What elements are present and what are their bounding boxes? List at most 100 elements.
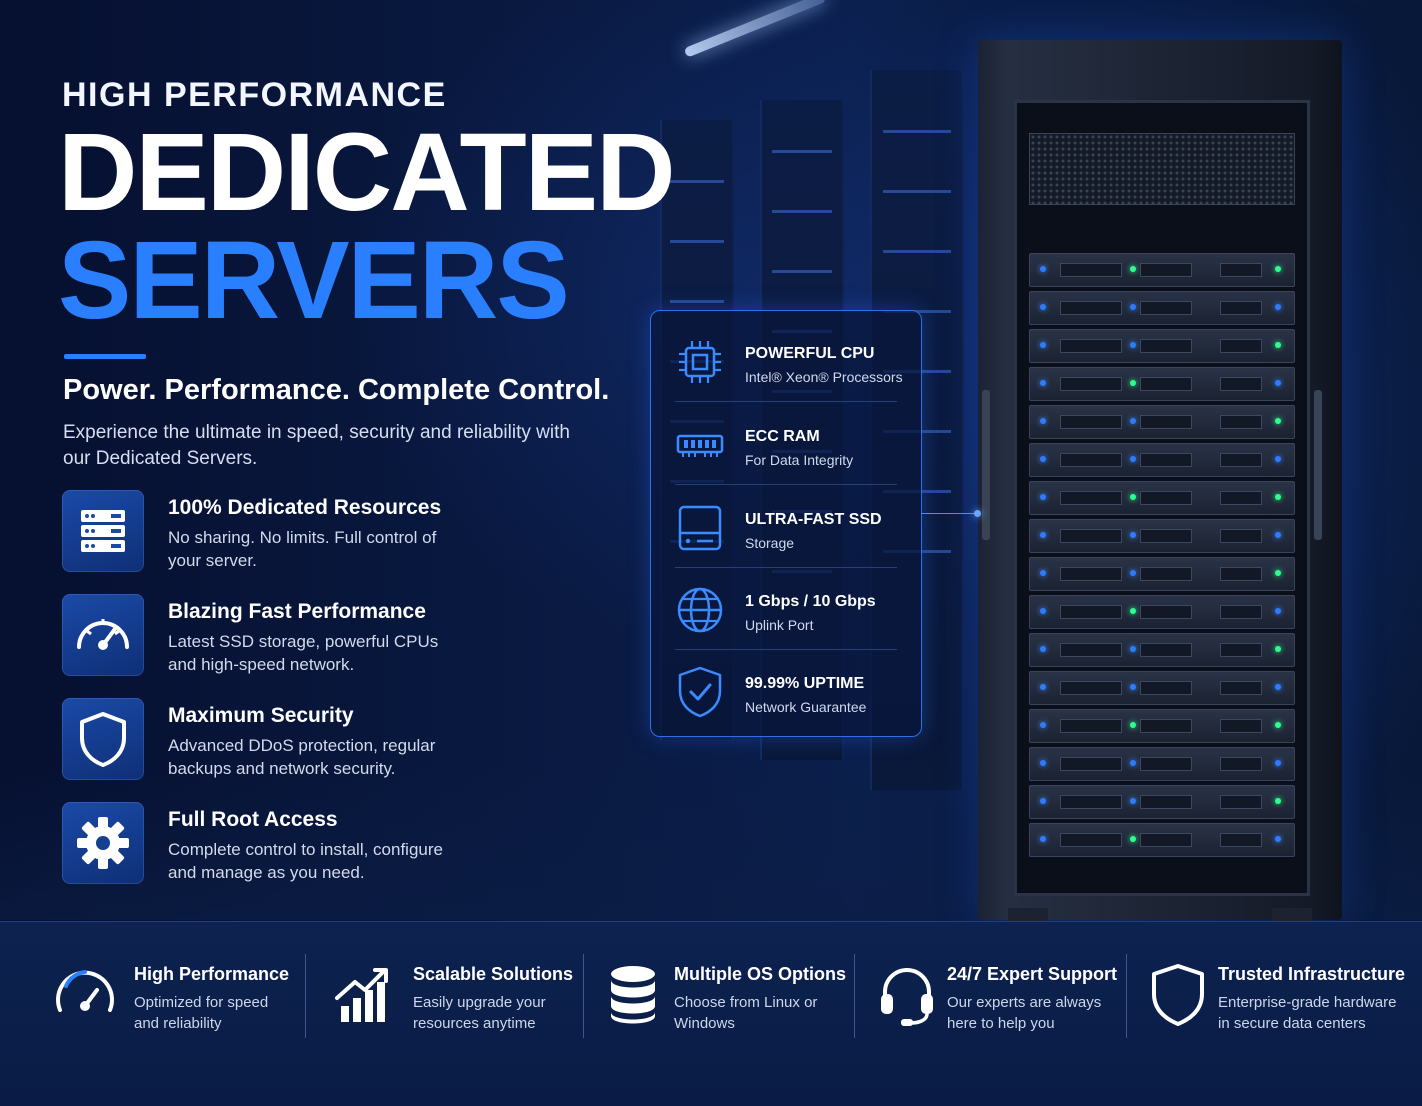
status-led xyxy=(1040,342,1046,348)
benefit-title: Scalable Solutions xyxy=(413,964,574,984)
spec-divider xyxy=(675,567,897,568)
spec-uplink: 1 Gbps / 10 Gbps Uplink Port xyxy=(675,565,897,647)
drive-slot xyxy=(1060,263,1122,277)
spec-divider xyxy=(675,401,897,402)
accent-divider xyxy=(64,354,146,359)
feature-dedicated-resources: 100% Dedicated Resources No sharing. No … xyxy=(62,490,522,576)
benefit-title: Multiple OS Options xyxy=(674,964,846,984)
feature-desc: Advanced DDoS protection, regular backup… xyxy=(168,736,436,778)
speedometer-icon xyxy=(52,962,118,1028)
status-led xyxy=(1130,836,1136,842)
database-icon xyxy=(600,962,666,1028)
bottom-benefits-bar: High Performance Optimized for speed and… xyxy=(0,921,1422,1106)
status-led xyxy=(1040,646,1046,652)
ssd-icon xyxy=(675,503,725,553)
status-led xyxy=(1275,266,1281,272)
drive-slot xyxy=(1060,415,1122,429)
status-led xyxy=(1130,798,1136,804)
status-led xyxy=(1275,798,1281,804)
benefit-desc: Easily upgrade your resources anytime xyxy=(413,994,546,1032)
rack-door-handle xyxy=(982,390,990,540)
status-led xyxy=(1275,456,1281,462)
spec-connector-dot xyxy=(974,510,981,517)
spec-title: POWERFUL CPU xyxy=(745,345,875,362)
drive-slot xyxy=(1140,681,1192,695)
status-led xyxy=(1275,760,1281,766)
drive-slot xyxy=(1060,529,1122,543)
shield-icon xyxy=(1145,962,1211,1028)
spec-uptime: 99.99% UPTIME Network Guarantee xyxy=(675,647,897,729)
drive-slot xyxy=(1060,453,1122,467)
spec-divider xyxy=(675,649,897,650)
status-led xyxy=(1040,760,1046,766)
status-led xyxy=(1130,722,1136,728)
rack-frame xyxy=(1014,100,1310,896)
drive-slot xyxy=(1140,415,1192,429)
status-led xyxy=(1040,836,1046,842)
drive-slot xyxy=(1140,453,1192,467)
benefit-separator xyxy=(854,954,855,1038)
status-led xyxy=(1130,494,1136,500)
status-led xyxy=(1040,418,1046,424)
eyebrow-heading: HIGH PERFORMANCE xyxy=(62,76,447,114)
drive-slot xyxy=(1140,605,1192,619)
server-rack-illustration xyxy=(978,40,1342,922)
rack-server-unit xyxy=(1029,595,1295,629)
benefit-desc: Choose from Linux or Windows xyxy=(674,994,818,1032)
intro-text: Experience the ultimate in speed, securi… xyxy=(63,422,570,469)
status-led xyxy=(1275,722,1281,728)
status-led xyxy=(1040,456,1046,462)
spec-connector-line xyxy=(921,513,977,514)
drive-slot xyxy=(1140,377,1192,391)
speedometer-icon xyxy=(62,594,144,676)
spec-desc: Uplink Port xyxy=(745,617,814,633)
drive-slot xyxy=(1220,491,1262,505)
benefit-separator xyxy=(305,954,306,1038)
rack-server-unit xyxy=(1029,367,1295,401)
status-led xyxy=(1275,342,1281,348)
drive-slot xyxy=(1140,719,1192,733)
drive-slot xyxy=(1220,833,1262,847)
shield-check-icon xyxy=(675,666,725,718)
drive-slot xyxy=(1220,719,1262,733)
drive-slot xyxy=(1060,795,1122,809)
benefit-separator xyxy=(1126,954,1127,1038)
spec-title: ULTRA-FAST SSD xyxy=(745,511,882,528)
benefit-desc: Our experts are always here to help you xyxy=(947,994,1102,1032)
gear-icon xyxy=(62,802,144,884)
shield-icon xyxy=(62,698,144,780)
feature-desc: No sharing. No limits. Full control of y… xyxy=(168,528,437,570)
rack-foot xyxy=(1008,908,1048,922)
benefit-title: 24/7 Expert Support xyxy=(947,964,1118,984)
feature-desc: Latest SSD storage, powerful CPUs and hi… xyxy=(168,632,439,674)
drive-slot xyxy=(1140,301,1192,315)
spec-desc: For Data Integrity xyxy=(745,452,854,468)
spec-title: 1 Gbps / 10 Gbps xyxy=(745,593,876,610)
tagline: Power. Performance. Complete Control. xyxy=(63,374,610,406)
benefit-desc: Optimized for speed and reliability xyxy=(134,994,269,1032)
rack-server-unit xyxy=(1029,747,1295,781)
drive-slot xyxy=(1220,339,1262,353)
feature-desc: Complete control to install, configure a… xyxy=(168,840,443,882)
status-led xyxy=(1040,266,1046,272)
drive-slot xyxy=(1220,567,1262,581)
status-led xyxy=(1130,646,1136,652)
ram-icon xyxy=(675,420,725,470)
drive-slot xyxy=(1220,681,1262,695)
rack-server-unit xyxy=(1029,557,1295,591)
rack-server-unit xyxy=(1029,823,1295,857)
rack-server-unit xyxy=(1029,519,1295,553)
rack-server-unit xyxy=(1029,633,1295,667)
drive-slot xyxy=(1140,567,1192,581)
drive-slot xyxy=(1060,339,1122,353)
feature-fast-performance: Blazing Fast Performance Latest SSD stor… xyxy=(62,594,522,680)
status-led xyxy=(1130,456,1136,462)
rack-server-unit xyxy=(1029,443,1295,477)
drive-slot xyxy=(1220,377,1262,391)
rack-server-unit xyxy=(1029,671,1295,705)
rack-door-handle xyxy=(1314,390,1322,540)
drive-slot xyxy=(1060,491,1122,505)
status-led xyxy=(1130,760,1136,766)
spec-ram: ECC RAM For Data Integrity xyxy=(675,400,897,482)
rack-server-unit xyxy=(1029,785,1295,819)
